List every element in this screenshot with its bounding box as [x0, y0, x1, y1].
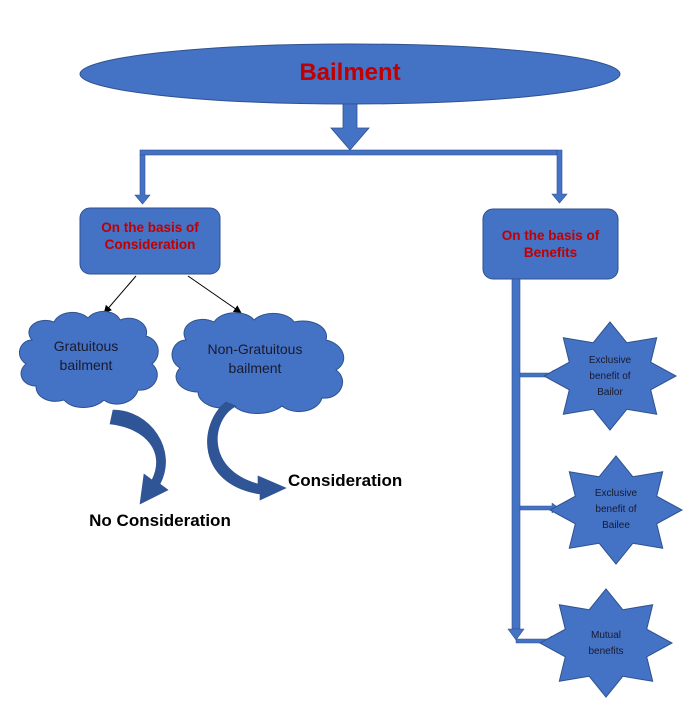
- star-mutual[interactable]: [538, 588, 674, 698]
- gratuitous-line1: Gratuitous: [53, 338, 119, 354]
- non-gratuitous-line1: Non-Gratuitous: [207, 341, 303, 357]
- bailee-line1: Exclusive: [594, 488, 638, 499]
- bailee-line3: Bailee: [602, 520, 630, 531]
- right-down-arrow: [551, 149, 568, 204]
- bailee-label: Exclusive benefit of Bailee: [576, 486, 656, 534]
- star-bailor[interactable]: [542, 321, 678, 431]
- consideration-label-line1: On the basis of: [101, 220, 199, 235]
- consideration-label: On the basis of Consideration: [80, 220, 220, 254]
- star-bailee[interactable]: [548, 455, 684, 565]
- bailor-line1: Exclusive: [588, 355, 632, 366]
- bailee-line2: benefit of: [595, 504, 637, 515]
- benefits-box[interactable]: [482, 208, 619, 280]
- non-gratuitous-line2: bailment: [228, 359, 282, 376]
- consideration-box[interactable]: [79, 207, 221, 275]
- no-consideration-label: No Consideration: [89, 511, 231, 530]
- mutual-line2: benefits: [588, 646, 624, 657]
- bailor-label: Exclusive benefit of Bailor: [570, 353, 650, 401]
- gratuitous-line2: bailment: [59, 356, 113, 373]
- consideration-label-line2: Consideration: [104, 236, 196, 252]
- benefits-label-line2: Benefits: [523, 244, 578, 260]
- benefits-label-line1: On the basis of: [501, 228, 600, 243]
- gratuitous-label: Gratuitous bailment: [30, 337, 142, 375]
- mutual-label: Mutual benefits: [566, 628, 646, 660]
- left-down-arrow: [134, 154, 151, 205]
- curved-arrow-consideration: [207, 401, 287, 501]
- bailor-line2: benefit of: [589, 371, 631, 382]
- curved-arrow-no-consideration: [109, 409, 169, 505]
- benefits-trunk: [511, 278, 521, 630]
- title-label: Bailment: [299, 59, 401, 86]
- gratuitous-cloud[interactable]: [18, 311, 159, 408]
- benefits-label: On the basis of Benefits: [483, 228, 618, 262]
- trunk-arrowhead: [507, 628, 525, 641]
- main-down-arrow: [330, 103, 370, 151]
- arrow-to-non-gratuitous: [187, 275, 242, 314]
- non-gratuitous-label: Non-Gratuitous bailment: [190, 340, 320, 378]
- horizontal-connector: [139, 149, 558, 156]
- non-gratuitous-cloud[interactable]: [171, 312, 345, 414]
- mutual-line1: Mutual: [590, 630, 621, 641]
- consideration-outcome-label: Consideration: [288, 471, 403, 490]
- arrow-to-gratuitous: [103, 275, 137, 314]
- bailor-line3: Bailor: [597, 387, 623, 398]
